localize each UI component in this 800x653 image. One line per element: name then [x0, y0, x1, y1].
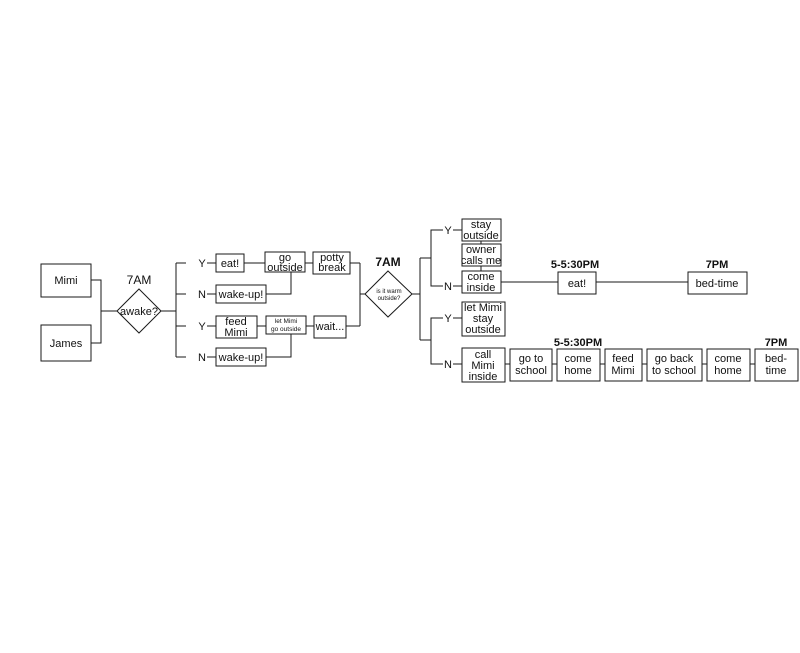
node-come-inside: come inside: [461, 270, 502, 294]
node-feed-mimi-evening-line2: Mimi: [611, 365, 634, 377]
node-feed-mimi: feed Mimi: [215, 315, 258, 339]
node-go-back-to-school: go back to school: [646, 348, 703, 382]
node-mimi: Mimi: [40, 263, 92, 298]
node-come-home-2-line2: home: [714, 365, 742, 377]
decision-warm-line1: is it warm: [376, 289, 401, 295]
node-feed-mimi-evening: feed Mimi: [604, 348, 643, 382]
node-owner-calls-me-line1: owner: [466, 244, 496, 256]
node-wait: wait...: [313, 315, 347, 339]
decision-warm-line2: outside?: [378, 296, 401, 302]
node-let-mimi-stay-outside-line1: let Mimi: [464, 302, 502, 314]
node-let-mimi-go-outside-line2: go outside: [271, 326, 301, 333]
node-eat-label: eat!: [221, 258, 239, 270]
node-come-home-line2: home: [564, 365, 592, 377]
node-wake-up-bottom: wake-up!: [215, 347, 267, 367]
time-label-bed: 7PM: [706, 259, 729, 271]
node-wait-label: wait...: [315, 321, 345, 333]
branch-yes-label: Y: [444, 313, 452, 325]
merge-connector: [346, 262, 365, 327]
node-owner-calls-me: owner calls me: [461, 243, 502, 267]
node-potty-break-line1: potty: [320, 252, 344, 264]
decision-awake: awake?: [116, 288, 162, 334]
awake-branch-connector: [161, 262, 186, 358]
node-potty-break: potty break: [312, 251, 351, 275]
node-eat: eat!: [215, 253, 245, 273]
node-go-back-to-school-line2: to school: [652, 365, 696, 377]
node-come-home-2: come home: [706, 348, 751, 382]
node-call-mimi-inside-line2: Mimi: [471, 360, 494, 372]
node-owner-calls-me-line2: calls me: [461, 255, 501, 267]
node-potty-break-line2: break: [318, 262, 346, 274]
node-mimi-label: Mimi: [54, 275, 77, 287]
node-let-mimi-stay-outside: let Mimi stay outside: [461, 301, 506, 337]
node-stay-outside: stay outside: [461, 218, 502, 242]
bottom-chain-connector: [257, 325, 314, 358]
node-go-outside-line2: outside: [267, 262, 302, 274]
node-go-to-school-line1: go to: [519, 353, 543, 365]
branch-no-label: N: [444, 359, 452, 371]
node-bed-time-2-line2: time: [766, 365, 787, 377]
decision-1-time: 7AM: [127, 273, 152, 287]
time-label-feed: 5-5:30PM: [554, 337, 602, 349]
branch-yes-label: Y: [198, 258, 206, 270]
start-connector: [91, 279, 117, 344]
warm-group-connector: [430, 229, 462, 287]
connectors: [91, 229, 755, 365]
time-label-bed-2: 7PM: [765, 337, 788, 349]
node-bed-time-2: bed- time: [754, 348, 799, 382]
node-james: James: [40, 324, 92, 362]
node-james-label: James: [50, 338, 83, 350]
node-bed-time-label: bed-time: [696, 278, 739, 290]
branch-no-label: N: [198, 352, 206, 364]
node-eat-evening: eat!: [557, 271, 597, 295]
node-let-mimi-stay-outside-line3: outside: [465, 324, 500, 336]
node-wake-up-bottom-label: wake-up!: [218, 352, 264, 364]
branch-no-label: N: [198, 289, 206, 301]
node-go-outside: go outside: [264, 251, 306, 274]
node-go-to-school: go to school: [509, 348, 553, 382]
node-come-home: come home: [556, 348, 601, 382]
node-stay-outside-line1: stay: [471, 219, 492, 231]
node-go-to-school-line2: school: [515, 365, 547, 377]
node-call-mimi-inside-line1: call: [475, 349, 492, 361]
decision-awake-label: awake?: [120, 306, 158, 318]
node-go-outside-line1: go: [279, 252, 291, 264]
node-go-back-to-school-line1: go back: [655, 353, 694, 365]
node-come-home-2-line1: come: [715, 353, 742, 365]
decision-2-time: 7AM: [375, 255, 400, 269]
branch-yes-label: Y: [444, 225, 452, 237]
top-chain-connector: [244, 262, 313, 295]
node-feed-mimi-evening-line1: feed: [612, 353, 633, 365]
node-bed-time: bed-time: [687, 271, 748, 295]
node-feed-mimi-line1: feed: [225, 316, 246, 328]
node-let-mimi-go-outside: let Mimi go outside: [265, 315, 307, 335]
label-connectors: [207, 262, 216, 358]
node-feed-mimi-line2: Mimi: [224, 327, 247, 339]
branch-yes-label: Y: [198, 321, 206, 333]
node-come-home-line1: come: [565, 353, 592, 365]
time-label-eat: 5-5:30PM: [551, 259, 599, 271]
node-call-mimi-inside: call Mimi inside: [461, 347, 506, 383]
node-stay-outside-line2: outside: [463, 230, 498, 242]
node-eat-evening-label: eat!: [568, 278, 586, 290]
decision-warm-outside: is it warm outside?: [364, 270, 413, 318]
warm-branch-connector: [412, 257, 431, 341]
node-come-inside-line2: inside: [467, 282, 496, 294]
node-wake-up-top-label: wake-up!: [218, 289, 264, 301]
node-wake-up-top: wake-up!: [215, 284, 267, 304]
branch-no-label: N: [444, 281, 452, 293]
cold-group-connector: [430, 317, 462, 365]
node-come-inside-line1: come: [468, 271, 495, 283]
node-let-mimi-stay-outside-line2: stay: [473, 313, 494, 325]
node-call-mimi-inside-line3: inside: [469, 371, 498, 383]
node-let-mimi-go-outside-line1: let Mimi: [275, 318, 297, 325]
node-bed-time-2-line1: bed-: [765, 353, 787, 365]
